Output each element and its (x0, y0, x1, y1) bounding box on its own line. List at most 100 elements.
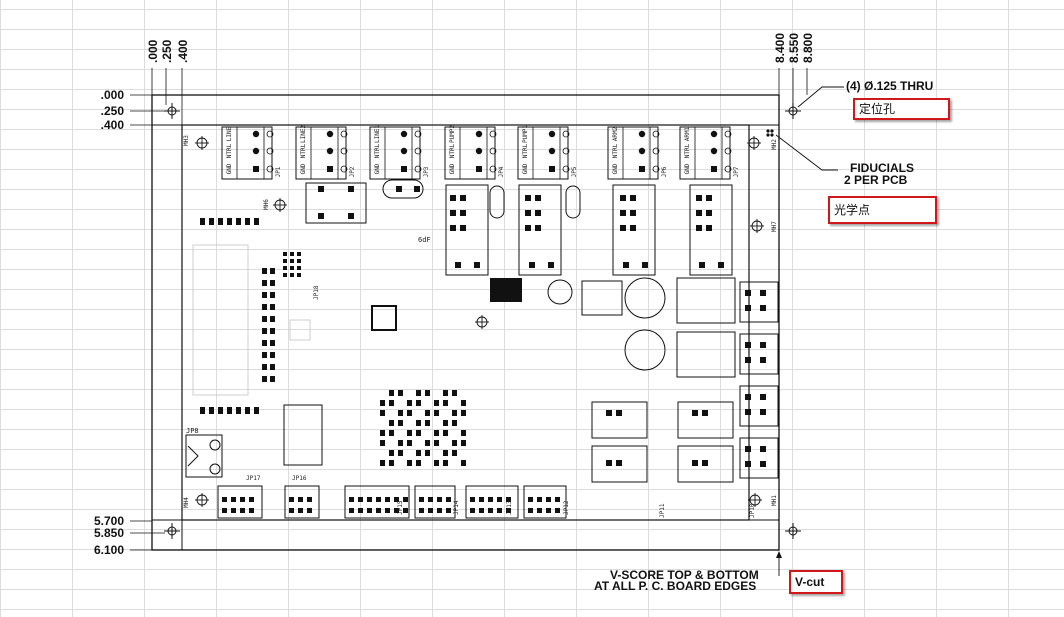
pad (389, 390, 394, 396)
connector-pin (376, 497, 381, 502)
pad (425, 420, 430, 426)
dim-left-bottom-1: 5.850 (94, 526, 124, 540)
connector-pin (479, 497, 484, 502)
connector-pin (537, 508, 542, 513)
terminal-pin (475, 130, 483, 138)
jp8-connector (185, 434, 223, 478)
pad (245, 407, 250, 414)
pad (425, 450, 430, 456)
pad (270, 304, 275, 310)
terminal-pin (401, 166, 407, 172)
connector-pin (437, 508, 442, 513)
terminal-via (724, 147, 732, 155)
pad (270, 364, 275, 370)
pad (760, 342, 766, 348)
pad (452, 420, 457, 426)
connector-pin (546, 497, 551, 502)
pad (745, 290, 751, 296)
pad (760, 461, 766, 467)
pad (380, 430, 385, 436)
pad (535, 225, 541, 231)
pad (620, 195, 626, 201)
terminal-ref: JP2 (349, 166, 356, 177)
pad (380, 460, 385, 466)
pad (416, 400, 421, 406)
terminal-pin (638, 130, 646, 138)
dim-left-bottom-2: 6.100 (94, 543, 124, 557)
pad (461, 410, 466, 416)
connector-pin (249, 508, 254, 513)
pad (262, 328, 267, 334)
connector-pin (419, 508, 424, 513)
bottom-connector-label: JP13 (506, 500, 513, 515)
connector-pin (546, 508, 551, 513)
terminal-label: NTRL (684, 143, 691, 158)
pad (297, 259, 301, 263)
jp8-label: JP8 (186, 427, 199, 435)
pad (209, 218, 214, 225)
terminal-label: NTRL (226, 143, 233, 158)
bottom-connector-label: JP16 (292, 475, 307, 482)
connector-pin (419, 497, 424, 502)
pad (745, 461, 751, 467)
connector-pin (394, 497, 399, 502)
mh-label-4: MH4 (183, 497, 190, 508)
board-outline (151, 94, 780, 551)
pad (434, 410, 439, 416)
pad (254, 407, 259, 414)
pad (407, 430, 412, 436)
terminal-via (489, 165, 497, 173)
pad (416, 460, 421, 466)
pad (452, 410, 457, 416)
pad (318, 213, 324, 219)
terminal-via (562, 165, 570, 173)
pad (236, 407, 241, 414)
holes-note: (4) Ø.125 THRU (846, 79, 934, 93)
pad (745, 357, 751, 363)
pad (535, 195, 541, 201)
terminal-via (340, 165, 348, 173)
pad (434, 400, 439, 406)
pad (434, 440, 439, 446)
connector-pin (497, 497, 502, 502)
bottom-connector-label: JP17 (246, 475, 261, 482)
connector-pin (367, 497, 372, 502)
terminal-via (724, 130, 732, 138)
pad (270, 316, 275, 322)
pad (548, 262, 554, 268)
pad (290, 259, 294, 263)
pad (407, 400, 412, 406)
connector-pin (446, 497, 451, 502)
pad (443, 400, 448, 406)
pad (236, 218, 241, 225)
connector-pin (349, 497, 354, 502)
connector-pin (428, 508, 433, 513)
pad (254, 218, 259, 225)
connector-pin (479, 508, 484, 513)
pad (398, 390, 403, 396)
pad (535, 210, 541, 216)
vscore-note-1: V-SCORE TOP & BOTTOM (610, 568, 759, 582)
terminal-ref: JP1 (275, 166, 282, 177)
connector-pin (403, 497, 408, 502)
dim-top-2: .400 (176, 39, 190, 63)
terminal-label: NTRL (374, 143, 381, 158)
connector-pin (249, 497, 254, 502)
terminal-label: LINE1 (374, 125, 381, 143)
connector-pin (222, 508, 227, 513)
terminal-label: LINE2 (300, 125, 307, 143)
pad (270, 280, 275, 286)
pad (380, 400, 385, 406)
terminal-pin (548, 147, 556, 155)
pad (416, 390, 421, 396)
leader-lines (775, 86, 844, 576)
terminal-via (414, 165, 422, 173)
pads (200, 186, 766, 467)
vcut-box: V-cut (789, 570, 843, 594)
pad (416, 430, 421, 436)
